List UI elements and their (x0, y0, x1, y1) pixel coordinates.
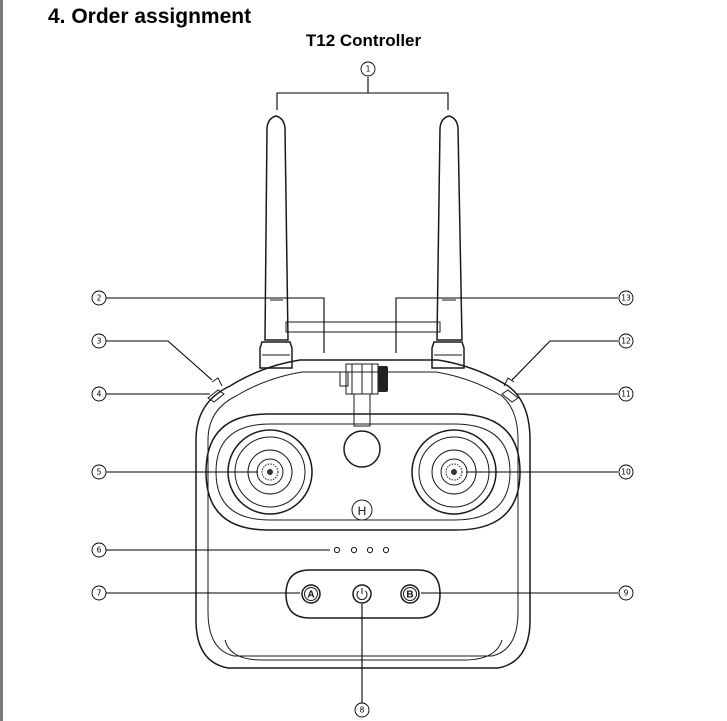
callout-1-label: 1 (366, 65, 371, 74)
callout-11-label: 11 (621, 390, 631, 399)
callout-4: 4 (91, 386, 107, 402)
left-shoulder-switch[interactable] (207, 377, 225, 403)
b-button[interactable]: B (400, 584, 420, 604)
callout-5: 5 (91, 464, 107, 480)
callout-2-label: 2 (97, 294, 102, 303)
indicator-leds (333, 546, 390, 554)
stick-panel (205, 413, 521, 531)
leader-lines (106, 77, 618, 703)
right-shoulder-switch[interactable] (501, 377, 519, 403)
b-button-label: B (406, 590, 413, 601)
callout-11: 11 (618, 386, 634, 402)
callout-3: 3 (91, 333, 107, 349)
a-button[interactable]: A (301, 584, 321, 604)
controller-body (195, 359, 531, 669)
h-logo-label: H (358, 504, 367, 518)
callout-9: 9 (618, 585, 634, 601)
callout-7-label: 7 (97, 589, 102, 598)
callout-10: 10 (618, 464, 634, 480)
callout-3-label: 3 (97, 337, 102, 346)
callout-5-label: 5 (97, 468, 102, 477)
callout-8: 8 (354, 702, 370, 718)
button-panel (285, 569, 441, 619)
handle-bar (285, 321, 441, 333)
callout-8-label: 8 (360, 706, 365, 715)
page-left-border (0, 0, 3, 721)
callout-2: 2 (91, 290, 107, 306)
h-logo: H (351, 499, 373, 521)
section-heading: 4. Order assignment (48, 5, 252, 28)
callout-1: 1 (360, 61, 376, 77)
callout-6-label: 6 (97, 546, 102, 555)
callout-7: 7 (91, 585, 107, 601)
callout-9-label: 9 (624, 589, 629, 598)
callout-12-label: 12 (621, 337, 631, 346)
power-button[interactable] (352, 584, 372, 604)
callout-13: 13 (618, 290, 634, 306)
callout-12: 12 (618, 333, 634, 349)
antenna-right (431, 115, 465, 369)
top-switch (339, 363, 388, 427)
callout-10-label: 10 (621, 468, 631, 477)
callout-13-label: 13 (621, 294, 631, 303)
diagram-title: T12 Controller (305, 31, 422, 50)
antenna-left (259, 115, 293, 369)
callout-4-label: 4 (97, 390, 102, 399)
a-button-label: A (307, 590, 314, 601)
callout-6: 6 (91, 542, 107, 558)
power-icon (356, 588, 368, 600)
